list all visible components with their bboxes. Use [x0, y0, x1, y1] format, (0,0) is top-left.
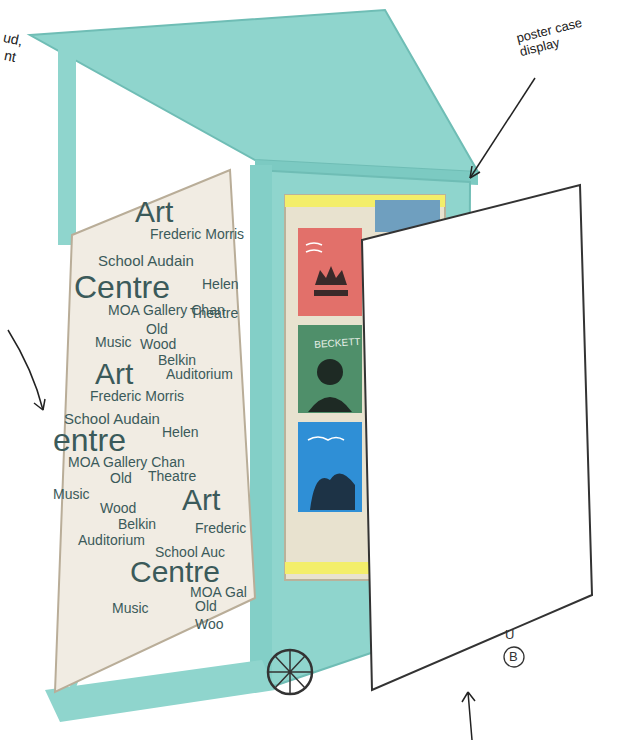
annotation-label: B — [509, 650, 518, 664]
door-panel — [362, 185, 592, 690]
wheel — [268, 650, 312, 694]
annotation-label: U — [505, 628, 514, 642]
cloud-word: Helen — [162, 425, 199, 439]
cloud-word: Theatre — [190, 306, 238, 320]
cloud-word: Theatre — [148, 469, 196, 483]
word-cloud-panel: ArtFrederic MorrisSchool AudainCentreHel… — [50, 165, 265, 695]
leader-line — [470, 78, 535, 178]
figure-body — [308, 397, 352, 412]
arrow-head — [34, 399, 45, 410]
cloud-word: School Audain — [98, 253, 194, 268]
poster-green — [298, 325, 362, 413]
cloud-word: Belkin — [158, 353, 196, 367]
cloud-word: Old — [195, 599, 217, 613]
cloud-word: Frederic — [195, 521, 246, 535]
cloud-word: Auditorium — [166, 367, 233, 381]
cloud-word: Art — [95, 359, 133, 389]
crown-icon — [314, 266, 348, 296]
cloud-word: entre — [53, 424, 126, 456]
cloud-word: Old — [110, 471, 132, 485]
roof — [30, 10, 478, 172]
poster-red — [298, 228, 362, 316]
cloud-word: Belkin — [118, 517, 156, 531]
front-post — [250, 165, 272, 690]
cloud-word: MOA Gallery Chan — [68, 455, 185, 469]
figures — [310, 474, 355, 510]
cloud-word: Music — [95, 335, 132, 349]
cloud-word: MOA Gal — [190, 585, 247, 599]
cloud-word: Helen — [202, 277, 239, 291]
cloud-word: Art — [182, 485, 220, 515]
wheel-spokes — [268, 650, 312, 694]
cloud-word: Wood — [100, 501, 136, 515]
leader-line — [462, 692, 475, 740]
cloud-word: Music — [53, 487, 90, 501]
leader-line — [8, 330, 43, 410]
cloud-word: Centre — [130, 557, 220, 587]
cloud-word: Centre — [74, 271, 170, 303]
cloud-word: Wood — [140, 337, 176, 351]
back-post — [58, 45, 76, 245]
cloud-word: Old — [146, 322, 168, 336]
annotation-label: poster case display — [515, 13, 599, 59]
annotation-label: ud, — [2, 30, 24, 48]
cloud-word: Frederic Morris — [150, 227, 244, 241]
cloud-word: Woo — [195, 617, 224, 631]
poster-mark — [308, 437, 344, 440]
poster-mark — [306, 243, 322, 252]
cloud-word: Art — [135, 197, 173, 227]
cloud-word: Frederic Morris — [90, 389, 184, 403]
arrow-head — [470, 166, 480, 178]
cloud-word: Auditorium — [78, 533, 145, 547]
cloud-word: Music — [112, 601, 149, 615]
figure-head — [317, 359, 343, 385]
poster-blue — [298, 422, 362, 512]
circle-mark — [504, 647, 524, 667]
annotation-label: nt — [3, 48, 17, 65]
